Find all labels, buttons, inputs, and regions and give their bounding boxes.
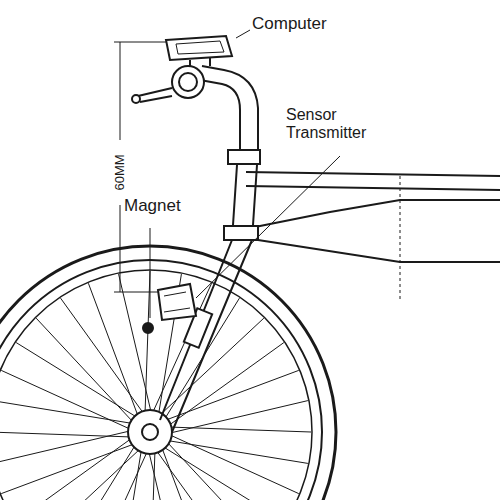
part-label: Sensor Transmitter: [286, 106, 416, 143]
computer-leader: [236, 30, 250, 38]
top-tube-edge: [246, 172, 500, 176]
spoke: [0, 401, 132, 424]
spokes: [0, 271, 311, 500]
computer-screen: [176, 41, 224, 54]
spoke: [16, 439, 131, 500]
spoke: [157, 451, 240, 500]
computer-mount: [190, 58, 210, 66]
handlebar: [179, 73, 197, 91]
headset: [228, 150, 260, 164]
down-tube-lower: [258, 240, 500, 262]
spoke: [170, 435, 299, 494]
spoke: [1, 370, 130, 429]
spoke: [160, 318, 264, 415]
frame-edge: [400, 176, 401, 300]
sensor-transmitter: [158, 284, 196, 320]
headset-lower: [224, 226, 258, 240]
spoke: [167, 442, 264, 500]
sensor-detail: [164, 292, 190, 312]
spoke: [162, 448, 212, 500]
magnet-leader: [150, 228, 151, 318]
axle: [142, 424, 158, 440]
spoke: [166, 370, 299, 420]
bike-computer: [166, 36, 232, 60]
handlebar-clamp: [172, 66, 204, 98]
spoke: [170, 401, 308, 433]
sensor-leader: [196, 156, 340, 298]
stem: [200, 66, 258, 150]
tire-inner: [0, 260, 322, 500]
part-label: Magnet: [124, 196, 214, 216]
fork: [160, 240, 252, 432]
brake-lever: [138, 88, 172, 102]
spoke: [88, 283, 138, 416]
spoke: [150, 451, 155, 500]
spoke: [0, 432, 131, 437]
spoke: [88, 452, 147, 500]
hub: [128, 410, 172, 454]
rim: [0, 270, 312, 500]
dimension-label: 60MM: [112, 151, 129, 193]
spoke: [153, 283, 212, 412]
down-tube: [250, 200, 500, 228]
spoke: [163, 447, 284, 500]
spoke: [36, 318, 133, 422]
magnet: [143, 323, 153, 333]
spoke: [119, 450, 142, 500]
tire-outer: [0, 246, 336, 500]
part-label: Computer: [252, 14, 372, 34]
spoke: [1, 444, 134, 494]
top-tube: [246, 186, 500, 190]
lever-end: [132, 95, 140, 103]
spoke: [61, 445, 136, 500]
